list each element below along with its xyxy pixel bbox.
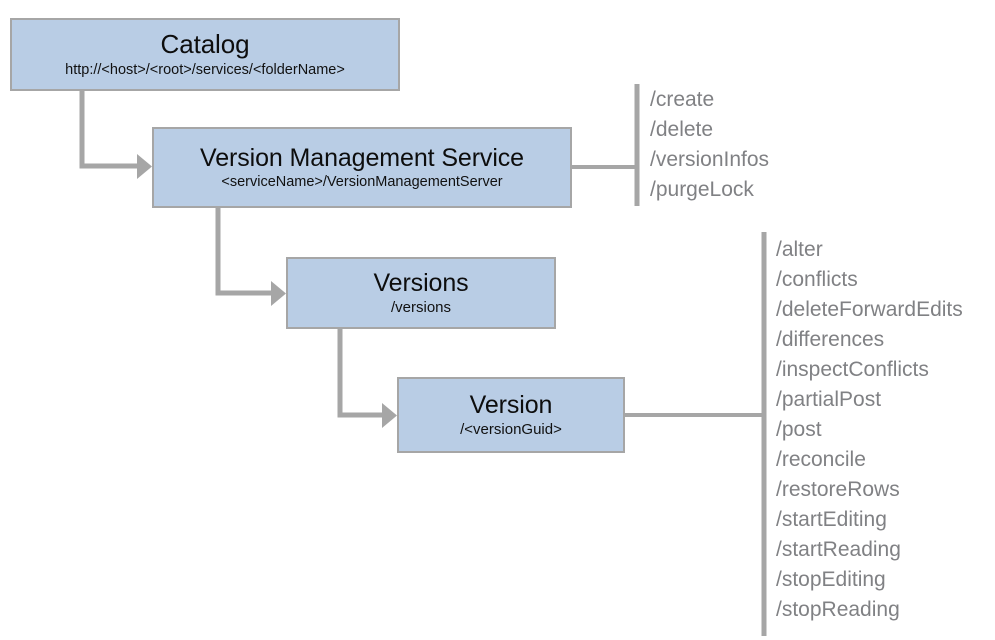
node-version-title: Version xyxy=(469,390,553,419)
operation-item-service: /create xyxy=(650,88,715,111)
node-version-path: /<versionGuid> xyxy=(460,421,562,439)
operation-item-version: /startEditing xyxy=(776,508,887,531)
connector-catalog-to-service xyxy=(79,91,152,179)
operation-item-service: /purgeLock xyxy=(650,178,754,201)
node-catalog-path: http://<host>/<root>/services/<folderNam… xyxy=(65,61,345,78)
operation-list-version: /alter/conflicts/deleteForwardEdits/diff… xyxy=(776,235,963,625)
operation-item-service: /delete xyxy=(650,118,714,141)
operation-item-version: /inspectConflicts xyxy=(776,358,929,381)
operation-item-version: /partialPost xyxy=(776,388,882,411)
node-versions-title: Versions xyxy=(373,268,469,297)
node-version-management-service-title: Version Management Service xyxy=(200,143,524,172)
operation-list-service: /create/delete/versionInfos/purgeLock xyxy=(650,85,769,205)
node-catalog-title: Catalog xyxy=(160,28,250,59)
connector-service-to-versions xyxy=(215,208,286,306)
operation-item-version: /alter xyxy=(776,238,823,261)
operation-item-version: /stopReading xyxy=(776,598,900,621)
operation-item-version: /post xyxy=(776,418,822,441)
operation-item-version: /restoreRows xyxy=(776,478,900,501)
node-catalog[interactable]: Catalog http://<host>/<root>/services/<f… xyxy=(10,18,400,91)
operation-item-version: /deleteForwardEdits xyxy=(776,298,963,321)
connector-version-to-version-operations xyxy=(625,232,767,636)
node-versions-path: /versions xyxy=(390,299,452,317)
connector-versions-to-version xyxy=(337,329,397,428)
node-versions[interactable]: Versions /versions xyxy=(286,257,556,329)
node-version[interactable]: Version /<versionGuid> xyxy=(397,377,625,453)
node-version-management-service[interactable]: Version Management Service <serviceName>… xyxy=(152,127,572,208)
operation-item-service: /versionInfos xyxy=(650,148,770,171)
operation-item-version: /startReading xyxy=(776,538,901,561)
operation-item-version: /reconcile xyxy=(776,448,866,471)
operation-item-version: /conflicts xyxy=(776,268,858,291)
node-version-management-service-path: <serviceName>/VersionManagementServer xyxy=(221,174,503,191)
operation-item-version: /stopEditing xyxy=(776,568,886,591)
operation-item-version: /differences xyxy=(776,328,885,351)
connector-service-to-service-operations xyxy=(572,84,640,206)
